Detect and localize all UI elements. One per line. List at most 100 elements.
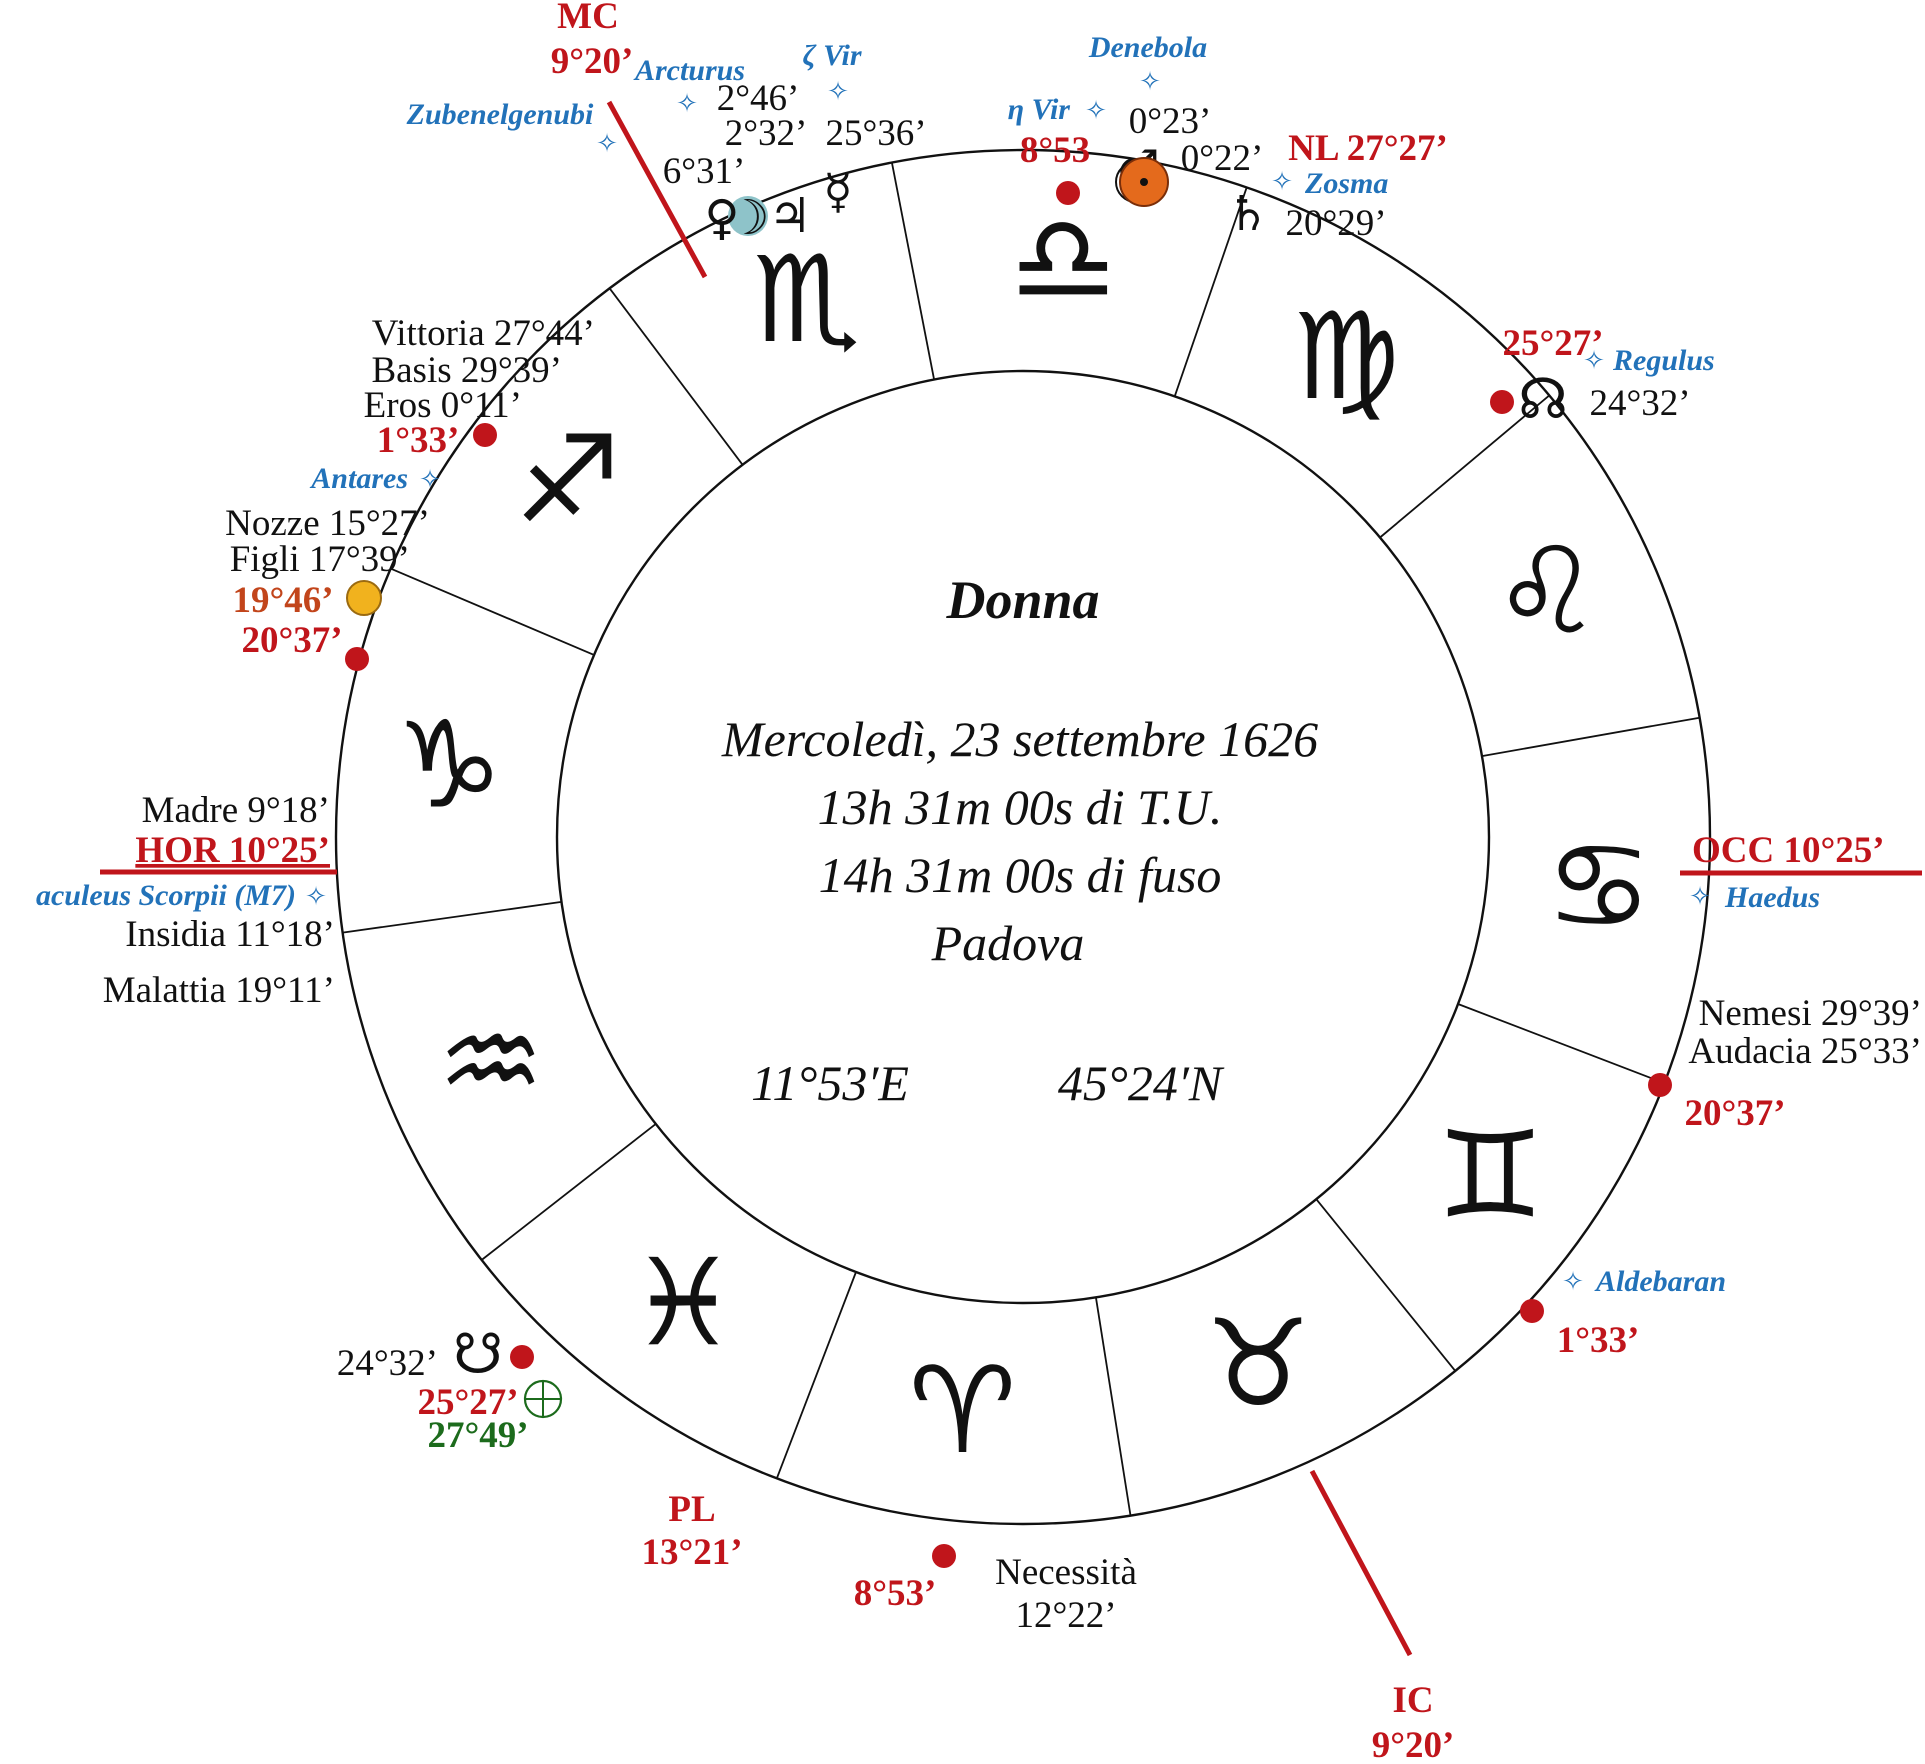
sign-divider: [1481, 716, 1700, 757]
ic-line: [1309, 1469, 1413, 1657]
lot-insidia: Insidia 11°18’: [125, 914, 335, 955]
star-icon-aldebaran: ✧: [1562, 1267, 1584, 1297]
north-node-icon: ☊: [1518, 367, 1568, 432]
info-latitude: 45°24′N: [1058, 1055, 1225, 1111]
sign-divider: [342, 901, 562, 934]
angle-lines: [100, 100, 1922, 1657]
aries-red-value: 8°53’: [854, 1573, 937, 1614]
lot-necessita: Necessità: [995, 1552, 1137, 1593]
sign-glyph-aquarius: ♒: [437, 993, 545, 1132]
lot-nemesi: Nemesi 29°39’: [1699, 993, 1922, 1034]
lot-necessita-value: 12°22’: [1015, 1595, 1116, 1636]
mars-value: 0°23’: [1129, 101, 1212, 142]
sag-orange-disc: [346, 580, 382, 616]
scorpio-point: [473, 423, 497, 447]
ic-value: 9°20’: [1372, 1725, 1455, 1764]
jupiter-value: 2°32’: [725, 113, 808, 154]
sign-divider: [1095, 1297, 1132, 1516]
star-icon-regulus: ✧: [1583, 346, 1605, 376]
ic-label: IC: [1392, 1680, 1433, 1721]
venus-icon: ♀: [704, 190, 739, 246]
info-zone: 14h 31m 00s di fuso: [819, 847, 1222, 903]
star-label-aldebaran: Aldebaran: [1594, 1265, 1726, 1298]
star-label-zosma: Zosma: [1304, 167, 1388, 200]
sign-glyph-gemini: ♊: [1437, 1107, 1545, 1246]
lot-madre: Madre 9°18’: [142, 790, 330, 831]
occ-label: OCC 10°25’: [1692, 830, 1885, 871]
aries-point: [932, 1544, 956, 1568]
pl-value: 13°21’: [641, 1532, 742, 1573]
mercury-icon: ☿: [823, 164, 852, 220]
star-icon-zeta-vir: ✧: [827, 77, 849, 107]
hor-label: HOR 10°25’: [135, 830, 330, 871]
lot-audacia: Audacia 25°33’: [1688, 1031, 1922, 1072]
occ-star-icon: ✧: [1689, 882, 1711, 912]
lot-basis: Basis 29°39’: [371, 350, 562, 391]
outer-ring: [334, 148, 1712, 1526]
sign-glyph-leo: ♌: [1493, 523, 1601, 662]
node-point: [1490, 390, 1514, 414]
venus-value: 6°31’: [663, 151, 746, 192]
sun-dot: [1140, 178, 1148, 186]
sun-value: 0°22’: [1181, 138, 1264, 179]
mars-red-value: 8°53: [1020, 130, 1090, 171]
sign-glyph-aries: ♈: [909, 1342, 1017, 1481]
mc-line: [606, 100, 708, 279]
star-label-aculeus: aculeus Scorpii (M7): [36, 879, 296, 912]
mercury-value: 25°36’: [825, 113, 926, 154]
gemini-point: [1648, 1073, 1672, 1097]
mars-point: [1056, 181, 1080, 205]
saturn-icon: ♄: [1226, 186, 1269, 242]
star-icon-eta-vir: ✧: [1085, 96, 1107, 126]
sign-divider: [891, 162, 935, 380]
star-icon-denebola: ✧: [1139, 67, 1161, 97]
mc-label: MC: [557, 0, 619, 37]
star-label-antares: Antares: [309, 462, 408, 495]
star-icon-aculeus: ✧: [305, 882, 327, 912]
north-node-value: 24°32’: [1589, 383, 1690, 424]
mc-value: 9°20’: [551, 41, 634, 82]
star-icon-zubenelgenubi: ✧: [596, 129, 618, 159]
info-place: Padova: [931, 915, 1085, 971]
star-label-arcturus: Arcturus: [633, 54, 745, 87]
lot-malattia: Malattia 19°11’: [103, 970, 335, 1011]
gemini-red-value: 20°37’: [1684, 1093, 1785, 1134]
saturn-value: 20°29’: [1285, 203, 1386, 244]
star-icon-antares: ✧: [419, 465, 441, 495]
regulus-red-value: 25°27’: [1502, 323, 1603, 364]
star-label-zubenelgenubi: Zubenelgenubi: [406, 98, 594, 131]
sign-divider: [1315, 1198, 1456, 1372]
sag-red-value: 20°37’: [241, 620, 342, 661]
pisces-point: [510, 1345, 534, 1369]
info-ut: 13h 31m 00s di T.U.: [818, 779, 1223, 835]
sign-glyph-capricorn: ♑: [396, 697, 504, 836]
sign-divider: [608, 287, 744, 466]
sign-divider: [481, 1123, 657, 1261]
inner-ring: [555, 369, 1491, 1305]
lot-figli: Figli 17°39’: [230, 539, 410, 580]
south-node-value: 24°32’: [337, 1343, 438, 1384]
lot-vittoria: Vittoria 27°44’: [372, 313, 595, 354]
sign-divider: [1173, 187, 1248, 397]
taurus-point: [1520, 1299, 1544, 1323]
info-date: Mercoledì, 23 settembre 1626: [721, 711, 1318, 767]
pl-label: PL: [668, 1489, 715, 1530]
sign-glyph-pisces: ♓: [630, 1235, 738, 1374]
jupiter-icon: ♃: [768, 188, 811, 244]
lot-nozze: Nozze 15°27’: [225, 503, 430, 544]
sign-glyph-taurus: ♉: [1204, 1295, 1312, 1434]
sign-dividers: [342, 162, 1700, 1516]
star-label-denebola: Denebola: [1088, 31, 1207, 64]
zodiac-signs: ♎♍♌♋♊♉♈♓♒♑♐♏: [396, 190, 1653, 1480]
moon-disc: [728, 196, 768, 236]
info-longitude: 11°53′E: [751, 1055, 909, 1111]
chart-title: Donna: [945, 570, 1099, 630]
star-label-haedus: Haedus: [1724, 881, 1820, 914]
taurus-red-value: 1°33’: [1557, 1320, 1640, 1361]
sign-glyph-sagittarius: ♐: [514, 411, 622, 550]
sign-glyph-libra: ♎: [1010, 190, 1118, 329]
sign-divider: [390, 567, 595, 656]
star-label-regulus: Regulus: [1612, 344, 1715, 377]
moon-value: 2°46’: [717, 78, 800, 119]
